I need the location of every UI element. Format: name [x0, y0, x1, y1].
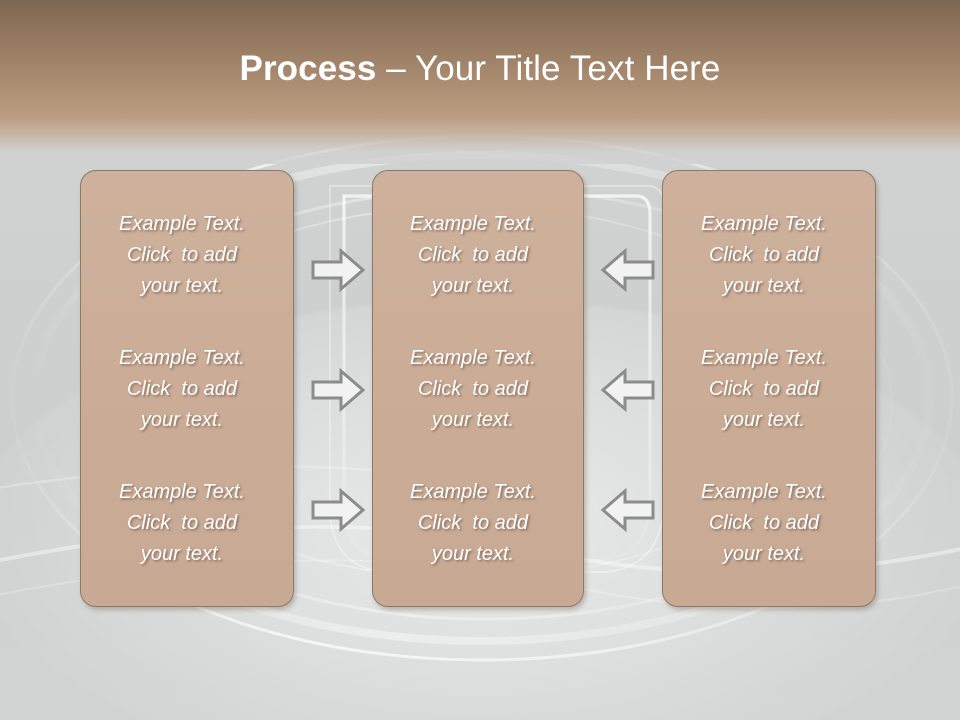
text-block[interactable]: Example Text. Click to add your text. — [119, 213, 245, 298]
header-gradient-fade — [0, 118, 960, 164]
text-block[interactable]: Example Text. Click to add your text. — [701, 346, 827, 431]
arrow-left-icon[interactable] — [600, 367, 656, 413]
text-block[interactable]: Example Text. Click to add your text. — [410, 346, 536, 431]
page-title-strong: Process — [239, 49, 377, 88]
arrow-right-icon[interactable] — [310, 247, 366, 293]
arrow-left-icon[interactable] — [600, 487, 656, 533]
text-block[interactable]: Example Text. Click to add your text. — [701, 480, 827, 565]
arrow-right-icon[interactable] — [310, 367, 366, 413]
text-block[interactable]: Example Text. Click to add your text. — [701, 213, 827, 298]
text-block[interactable]: Example Text. Click to add your text. — [119, 346, 245, 431]
process-box-3[interactable]: Example Text. Click to add your text. Ex… — [662, 170, 876, 607]
text-block[interactable]: Example Text. Click to add your text. — [410, 480, 536, 565]
page-title: Process – Your Title Text Here — [0, 48, 960, 90]
text-block[interactable]: Example Text. Click to add your text. — [410, 213, 536, 298]
arrow-left-icon[interactable] — [600, 247, 656, 293]
arrow-right-icon[interactable] — [310, 487, 366, 533]
page-title-rest: – Your Title Text Here — [376, 49, 721, 88]
process-box-1[interactable]: Example Text. Click to add your text. Ex… — [80, 170, 294, 607]
text-block[interactable]: Example Text. Click to add your text. — [119, 480, 245, 565]
process-box-2[interactable]: Example Text. Click to add your text. Ex… — [372, 170, 584, 607]
